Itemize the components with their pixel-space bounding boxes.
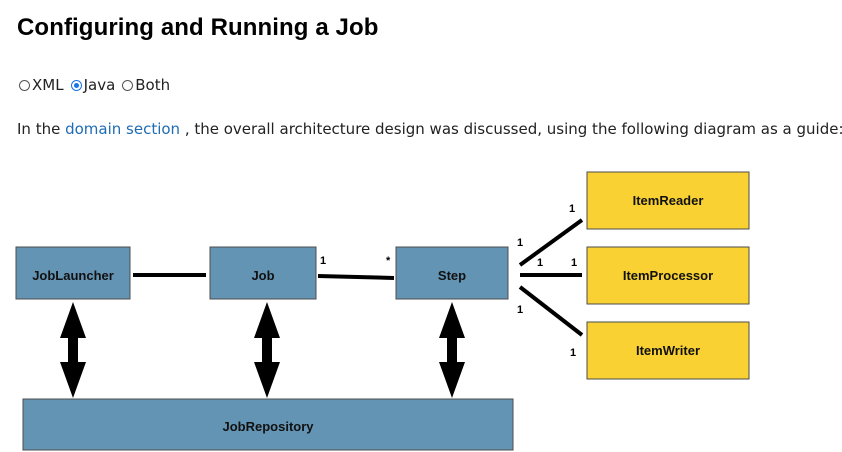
toggle-xml[interactable]: XML <box>19 76 64 94</box>
mult-step-side: * <box>386 255 391 267</box>
step-reader-connector <box>518 218 584 267</box>
mult-reader-end: 1 <box>569 203 575 215</box>
job-launcher-box: JobLauncher <box>15 246 131 300</box>
launcher-repository-arrow-icon <box>60 302 86 398</box>
step-box: Step <box>395 246 509 300</box>
toggle-java[interactable]: Java <box>70 76 116 94</box>
mult-processor-end: 1 <box>571 257 577 269</box>
intro-paragraph: In the domain section , the overall arch… <box>17 120 842 138</box>
mult-job-side: 1 <box>320 255 326 267</box>
job-box: Job <box>209 246 317 300</box>
intro-text-after: , the overall architecture design was di… <box>180 120 842 138</box>
toggle-java-label: Java <box>83 76 116 94</box>
mult-step-processor: 1 <box>537 257 543 269</box>
job-step-connector <box>317 274 395 280</box>
step-writer-connector <box>518 285 584 337</box>
radio-both-icon[interactable] <box>122 79 134 91</box>
mult-step-writer: 1 <box>517 304 523 316</box>
job-launcher-label: JobLauncher <box>32 268 114 283</box>
item-processor-label: ItemProcessor <box>623 268 713 283</box>
intro-text-before: In the <box>17 120 66 138</box>
step-label: Step <box>438 268 466 283</box>
toggle-both-label: Both <box>135 76 171 94</box>
page-title: Configuring and Running a Job <box>17 14 379 41</box>
job-repository-box: JobRepository <box>22 398 514 451</box>
step-repository-arrow-icon <box>439 302 465 398</box>
item-reader-label: ItemReader <box>633 193 704 208</box>
job-repository-arrow-icon <box>254 302 280 398</box>
job-label: Job <box>251 268 274 283</box>
item-writer-box: ItemWriter <box>586 321 750 380</box>
language-toggle: XML Java Both <box>19 76 177 94</box>
job-repository-label: JobRepository <box>222 419 314 434</box>
item-processor-box: ItemProcessor <box>586 246 750 305</box>
item-writer-label: ItemWriter <box>636 343 700 358</box>
mult-step-reader: 1 <box>517 237 523 249</box>
toggle-xml-label: XML <box>32 76 64 94</box>
toggle-both[interactable]: Both <box>122 76 170 94</box>
mult-writer-end: 1 <box>570 347 576 359</box>
domain-section-link[interactable]: domain section <box>65 120 181 138</box>
item-reader-box: ItemReader <box>586 171 750 230</box>
radio-xml-icon[interactable] <box>19 79 30 91</box>
radio-java-icon[interactable] <box>70 79 82 91</box>
